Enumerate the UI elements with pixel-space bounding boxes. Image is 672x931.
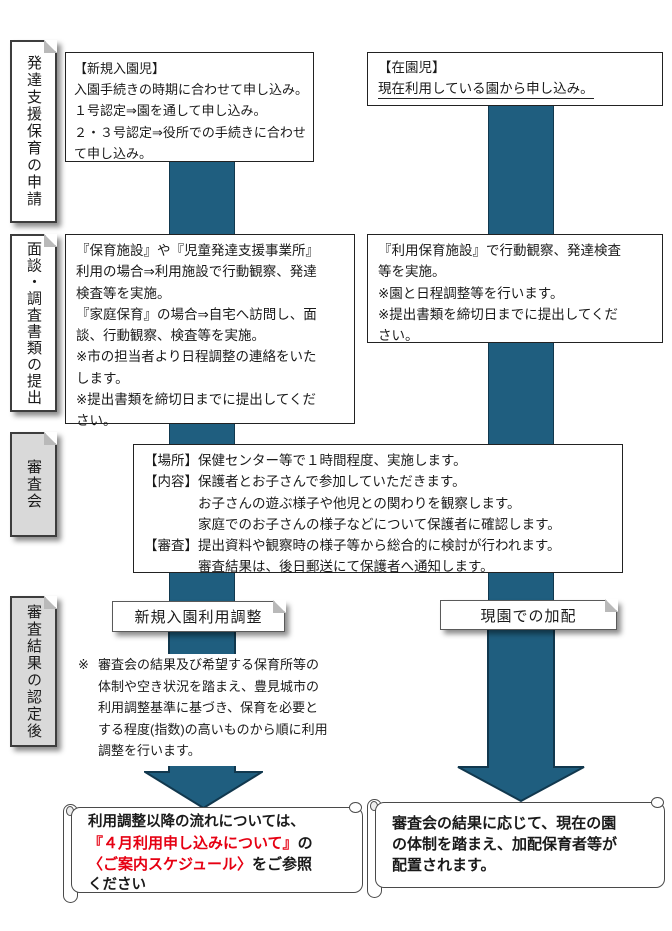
stage-tag-label: 面談・調査書類の提出 [25, 240, 42, 406]
pill-current-kahai: 現園での加配 [440, 600, 617, 630]
box-review-committee: 【場所】保健センター等で１時間程度、実施します。 【内容】保護者とお子さんで参加… [133, 444, 623, 574]
connector-band-new-1 [169, 160, 235, 236]
stage-tag-label: 発達支援保育の申請 [25, 55, 42, 208]
underlined-text: 現在利用している園から申し込み。 [378, 79, 594, 100]
stage-tag-after-result: 審査結果の認定後 [10, 596, 57, 747]
stage-tag-committee: 審査会 [10, 432, 57, 537]
folded-corner-icon [44, 234, 57, 247]
stage-tag-label: 審査結果の認定後 [25, 603, 42, 740]
box-current-interview: 『利用保育施設』で行動観察、発達検査等を実施。 ※園と日程調整等を行います。 ※… [367, 234, 663, 343]
folded-corner-icon [605, 599, 618, 612]
note-marker: ※ [78, 657, 89, 672]
stage-tag-application: 発達支援保育の申請 [10, 40, 57, 223]
pill-label: 現園での加配 [480, 607, 577, 625]
folded-corner-icon [44, 596, 57, 609]
box-new-application: 【新規入園児】 入園手続きの時期に合わせて申し込み。 １号認定⇒園を通して申し込… [65, 52, 314, 162]
stage-tag-label: 審査会 [25, 459, 42, 510]
highlight-red-text: 〈ご案内スケジュール〉 [88, 856, 252, 873]
scroll-panel: 利用調整以降の流れについては、 『４月利用申し込みについて』の 〈ご案内スケジュ… [71, 807, 363, 893]
note-text: 審査会の結果及び希望する保育所等の体制や空き状況を踏まえ、豊見城市の利用調整基準… [98, 657, 328, 758]
box-current-application: 【在園児】 現在利用している園から申し込み。 [367, 52, 663, 106]
scroll-panel: 審査会の結果に応じて、現在の園の体制を踏まえ、加配保育者等が配置されます。 [375, 802, 665, 888]
scroll-curl-icon [651, 797, 664, 808]
scroll-new-next-steps: 利用調整以降の流れについては、 『４月利用申し込みについて』の 〈ご案内スケジュ… [63, 801, 363, 909]
stage-tag-interview: 面談・調査書類の提出 [10, 234, 57, 412]
scroll-curl-icon [349, 802, 362, 813]
pill-label: 新規入園利用調整 [134, 609, 263, 626]
box-new-interview: 『保育施設』や『児童発達支援事業所』利用の場合⇒利用施設で行動観察、発達検査等を… [65, 234, 355, 428]
pill-new-adjustment: 新規入園利用調整 [112, 601, 285, 632]
scroll-current-result: 審査会の結果に応じて、現在の園の体制を踏まえ、加配保育者等が配置されます。 [367, 796, 665, 904]
highlight-red-text: 『４月利用申し込みについて』 [88, 835, 298, 852]
folded-corner-icon [273, 600, 286, 613]
folded-corner-icon [44, 40, 57, 53]
down-arrow-current [457, 629, 585, 803]
connector-band-new-3 [169, 570, 235, 603]
folded-corner-icon [44, 432, 57, 445]
note-adjustment-criteria: ※ 審査会の結果及び希望する保育所等の体制や空き状況を踏まえ、豊見城市の利用調整… [72, 654, 364, 766]
connector-band-current-1 [488, 104, 554, 236]
connector-band-current-2 [488, 340, 554, 447]
scroll-text: 審査会の結果に応じて、現在の園の体制を踏まえ、加配保育者等が配置されます。 [392, 815, 618, 874]
